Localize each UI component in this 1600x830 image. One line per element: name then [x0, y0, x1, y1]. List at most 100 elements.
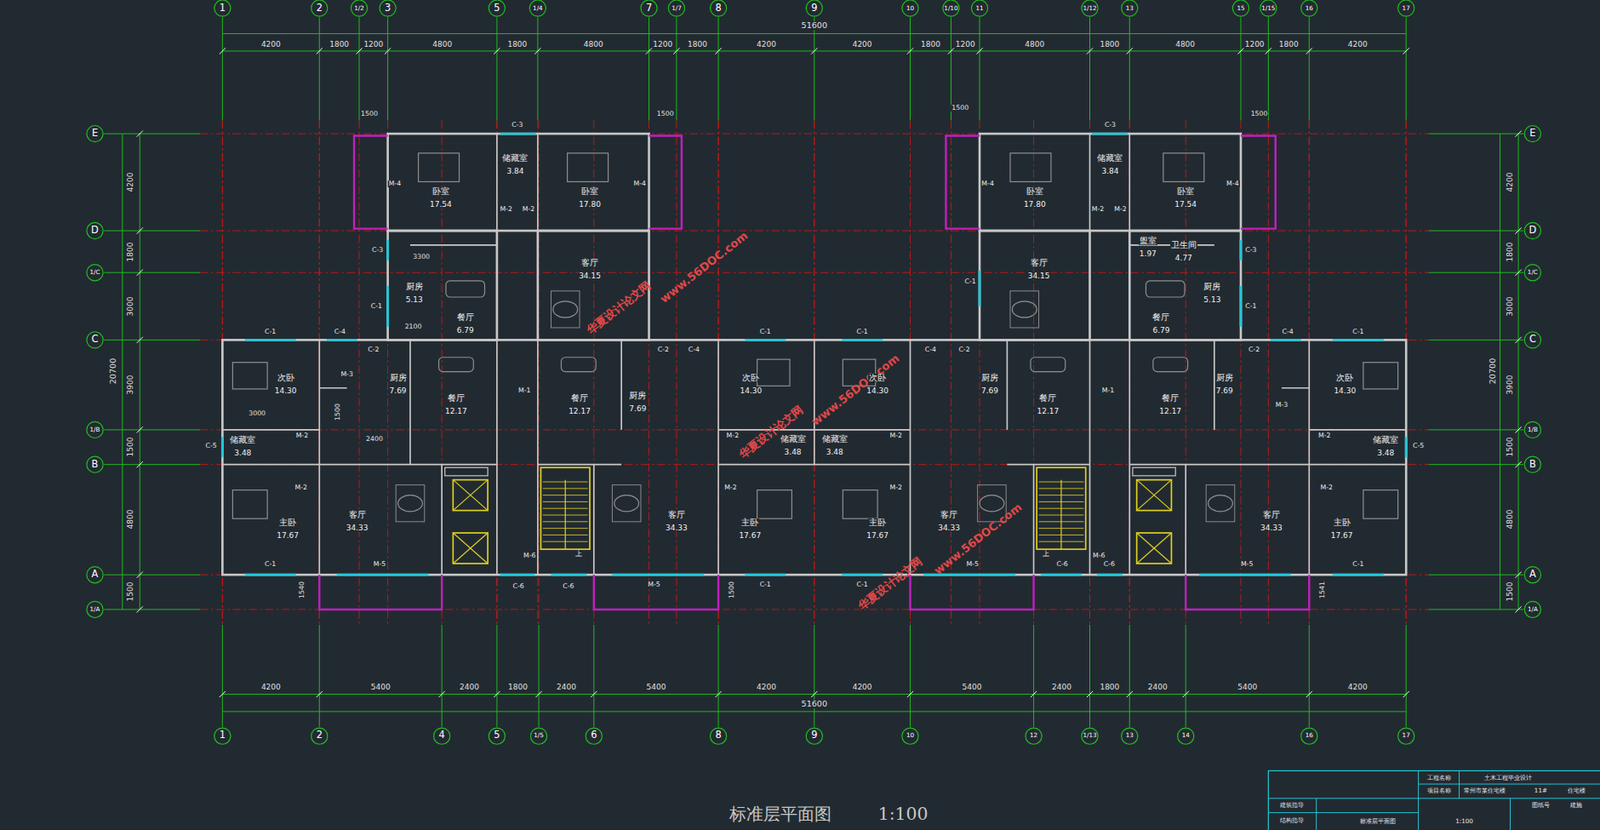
dimension-text: 4800	[1023, 40, 1046, 48]
axis-bubble	[1081, 727, 1098, 744]
window	[1332, 573, 1384, 577]
dimension-text: 2400	[1147, 682, 1169, 691]
interior-wall	[1308, 428, 1406, 431]
title-block	[1417, 770, 1419, 830]
bed-symbol	[567, 153, 609, 183]
axis-grid-line	[1308, 120, 1310, 625]
axis-bubble	[1025, 727, 1042, 744]
stair-tread	[1039, 541, 1085, 543]
door-window-tag: M-2	[498, 205, 513, 213]
dimension-text: 4200	[755, 682, 778, 691]
dimension-tick	[1086, 47, 1093, 54]
axis-number: 10	[906, 732, 915, 739]
room-label: 餐厅	[1160, 394, 1180, 403]
room-label: 次卧	[1335, 373, 1355, 383]
bed-symbol	[232, 490, 268, 520]
door-window-tag: M-6	[522, 553, 537, 560]
window	[245, 338, 297, 342]
axis-number: D	[1528, 225, 1537, 235]
window	[1240, 240, 1243, 261]
bed-symbol	[842, 490, 878, 520]
door-window-tag: C-1	[1351, 328, 1365, 336]
exterior-wall	[222, 339, 1406, 575]
window	[744, 573, 786, 577]
axis-number: 1/A	[1527, 605, 1538, 612]
extension-line	[718, 17, 720, 120]
bed-symbol	[1363, 362, 1399, 389]
door-window-tag: M-2	[725, 432, 740, 440]
axis-bubble	[86, 331, 103, 349]
extension-line	[103, 574, 200, 576]
axis-grid-line	[813, 120, 815, 625]
axis-bubble	[1301, 0, 1318, 17]
extension-line	[1240, 17, 1241, 120]
stair-tread	[1039, 501, 1085, 503]
dimension-tick	[493, 47, 500, 54]
room-label: 储藏室	[821, 434, 849, 443]
stair-tread	[542, 501, 589, 503]
axis-grid-line	[200, 133, 1429, 135]
axis-number: E	[1529, 128, 1536, 138]
title-block-text: 建筑指导	[1280, 801, 1304, 808]
dimension-text: 4200	[755, 40, 778, 48]
dimension-text: 1800	[1098, 682, 1120, 691]
axis-number: 17	[1402, 732, 1411, 739]
interior-wall	[1033, 464, 1035, 576]
dimension-text: 20700	[1488, 357, 1498, 385]
room-label: 客厅	[667, 510, 686, 520]
door-window-tag: 上	[574, 550, 583, 558]
sofa-symbol	[1205, 485, 1235, 522]
room-label: 卧室	[1025, 187, 1045, 196]
axis-grid-line	[718, 120, 720, 625]
door-window-tag: C-2	[366, 346, 380, 354]
room-label: 7.69	[1215, 386, 1235, 395]
room-label: 次卧	[868, 373, 887, 383]
axis-bubble	[86, 222, 103, 239]
room-label: 5.13	[405, 295, 424, 303]
axis-bubble	[1524, 600, 1541, 618]
dimension-text: 4200	[1347, 40, 1369, 48]
room-label: 17.80	[1022, 200, 1047, 209]
dimension-tick	[534, 47, 541, 54]
door-window-tag: M-5	[1240, 560, 1254, 568]
dimension-text: 1500	[1506, 436, 1515, 458]
extension-line	[1089, 17, 1091, 120]
axis-bubble	[1301, 727, 1318, 744]
room-label: 3.48	[233, 448, 252, 457]
axis-bubble	[311, 727, 328, 744]
sofa-symbol	[553, 301, 578, 318]
dimension-text: 3000	[247, 410, 267, 418]
stair-outline	[1036, 467, 1086, 549]
stair-tread	[1039, 487, 1085, 489]
door-window-tag: M-4	[633, 180, 647, 188]
room-label: 17.54	[428, 200, 453, 209]
dimension-line	[222, 710, 1406, 712]
door-window-tag: M-3	[339, 371, 354, 378]
axis-bubble	[709, 0, 726, 17]
room-label: 厨房	[980, 373, 1000, 383]
balcony-outline	[319, 574, 442, 610]
window	[1097, 573, 1123, 577]
dimension-tick	[1514, 269, 1521, 276]
dimension-tick	[137, 571, 143, 578]
axis-bubble	[1524, 125, 1541, 143]
dimension-tick	[1514, 131, 1521, 138]
room-label: 14.30	[274, 386, 298, 395]
door-window-tag: C-1	[370, 302, 383, 310]
axis-bubble	[488, 727, 505, 744]
stair-tread	[542, 514, 589, 516]
door-window-tag: M-5	[372, 560, 387, 568]
dimension-tick	[1514, 605, 1521, 612]
dimension-text: 1500	[1506, 581, 1515, 603]
door-window-tag: M-6	[1091, 553, 1106, 560]
stair-tread	[542, 494, 589, 496]
dimension-tick	[714, 47, 721, 54]
door-window-tag: C-1	[856, 328, 869, 336]
window	[611, 573, 704, 577]
title-block	[1418, 783, 1600, 785]
interior-wall	[537, 463, 622, 466]
title-block-text: 图纸号	[1531, 801, 1550, 808]
axis-bubble	[530, 727, 547, 744]
axis-bubble	[1398, 0, 1415, 17]
axis-number: 9	[811, 731, 818, 741]
